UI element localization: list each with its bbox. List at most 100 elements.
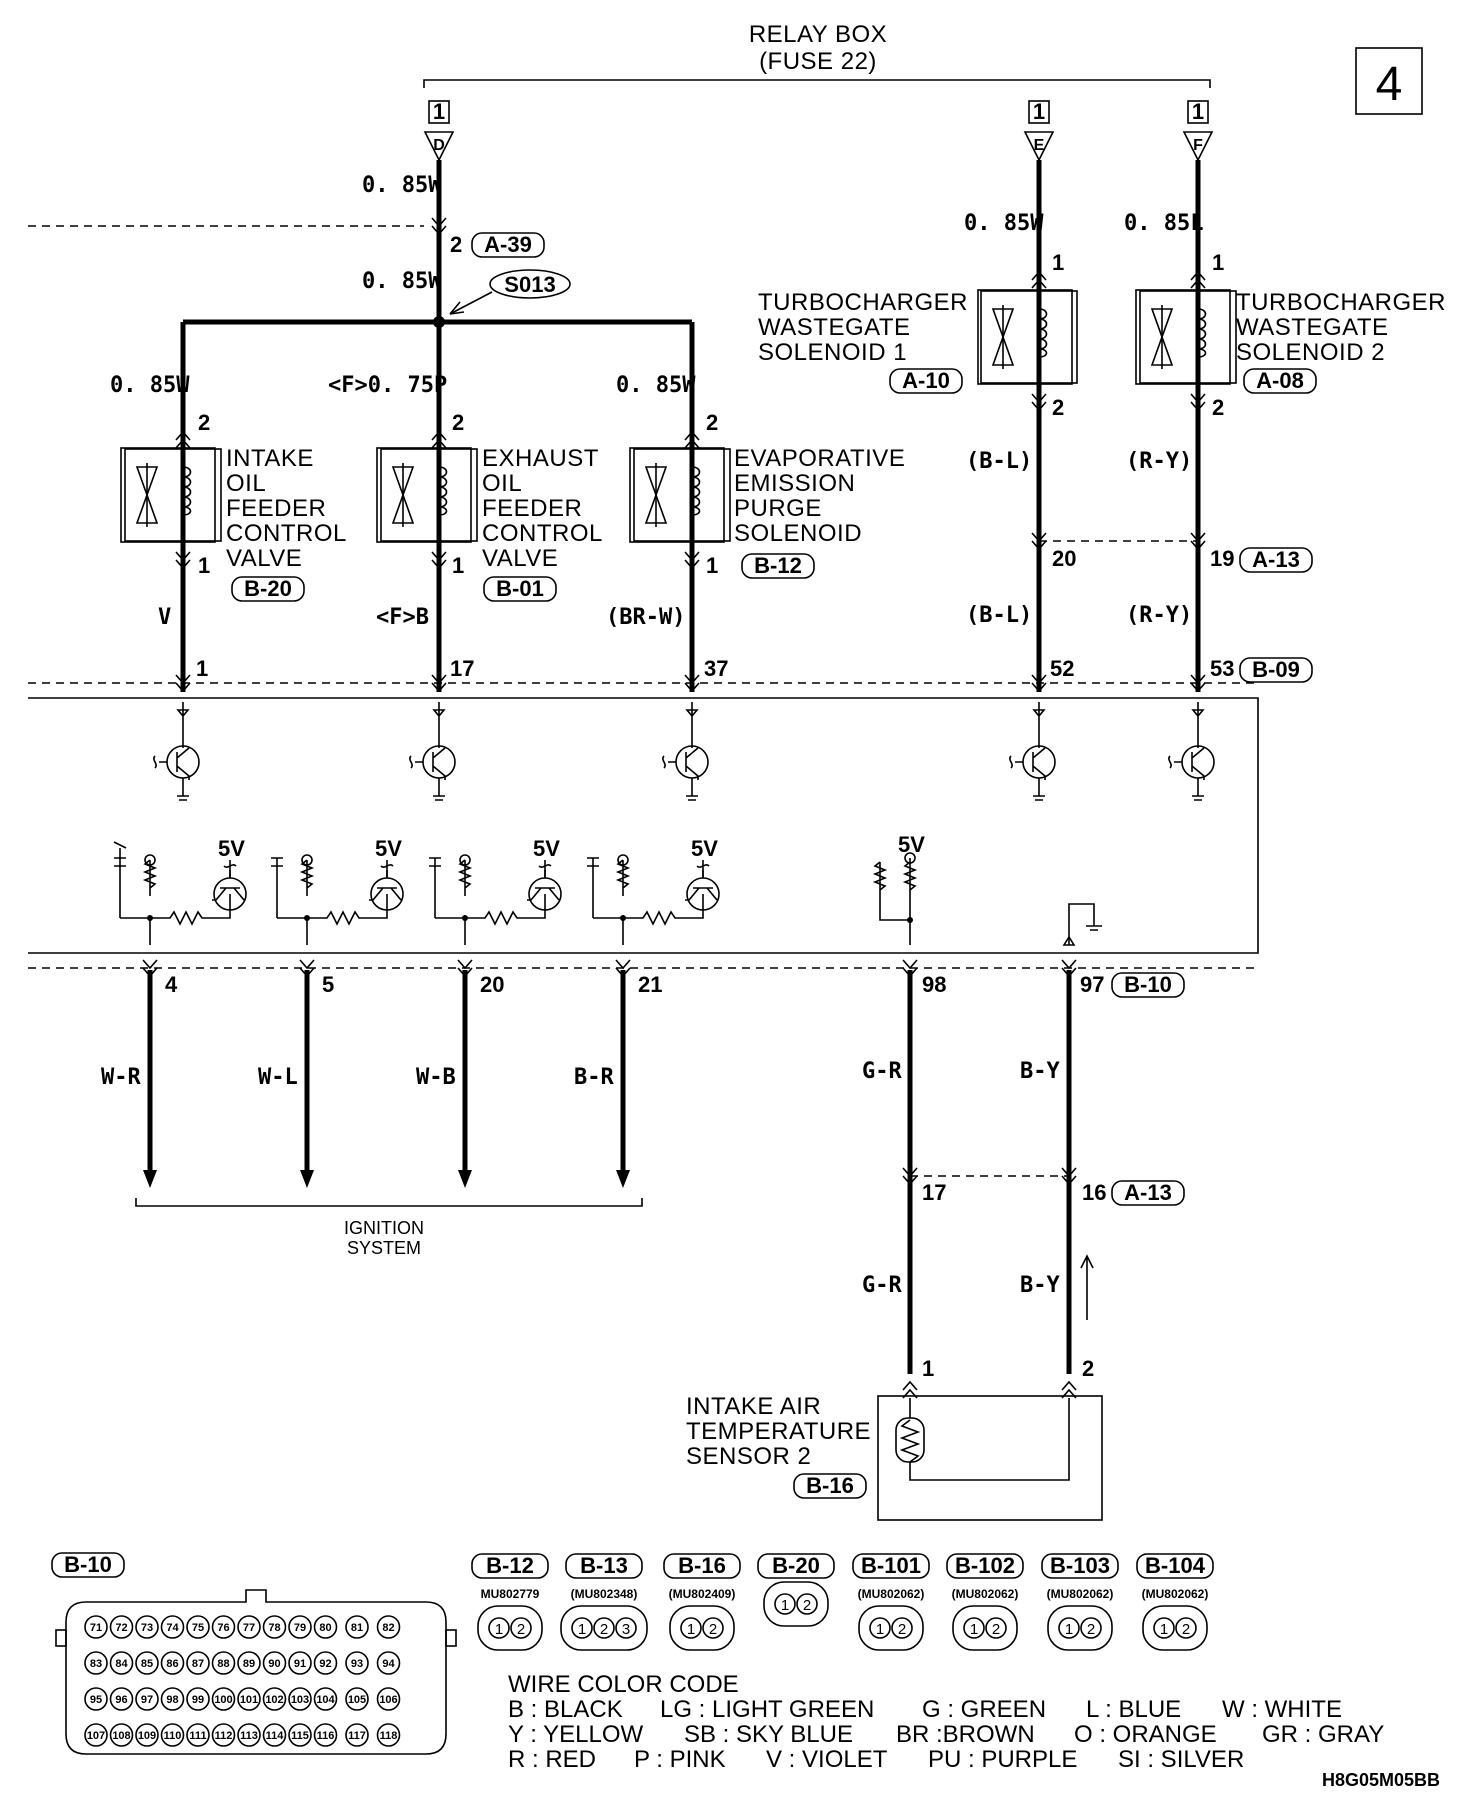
svg-text:5V: 5V <box>898 832 925 857</box>
b10-pin-label: 78 <box>268 1622 280 1634</box>
b10-pin <box>160 1651 185 1675</box>
b10-pin <box>109 1687 134 1711</box>
terminal-d: 1 D <box>423 99 455 162</box>
svg-text:TURBOCHARGER: TURBOCHARGER <box>1236 289 1446 316</box>
svg-text:2: 2 <box>450 232 462 257</box>
connector-view-tag <box>946 1553 1024 1579</box>
svg-text:(BR-W): (BR-W) <box>606 605 685 630</box>
svg-text:A-08: A-08 <box>1256 368 1304 393</box>
connector-view-tag <box>565 1553 643 1579</box>
relay-box-fuse: (FUSE 22) <box>759 48 877 75</box>
connector-view-body <box>1047 1605 1113 1651</box>
connector-view-pin-label: 1 <box>970 1621 978 1638</box>
svg-text:O : ORANGE: O : ORANGE <box>1074 1721 1217 1748</box>
svg-text:TURBOCHARGER: TURBOCHARGER <box>758 289 968 316</box>
connector-view-pin <box>1175 1617 1197 1639</box>
svg-text:A-10: A-10 <box>902 368 950 393</box>
connector-view-body <box>952 1605 1018 1651</box>
b10-pin-label: 92 <box>319 1658 331 1670</box>
connector-view-pin <box>869 1617 891 1639</box>
b10-pin-label: 82 <box>382 1622 394 1634</box>
svg-text:0. 85W: 0. 85W <box>110 373 190 398</box>
svg-text:OIL: OIL <box>482 470 522 497</box>
b10-pin-label: 96 <box>115 1694 127 1706</box>
svg-text:37: 37 <box>704 656 728 681</box>
b10-pin <box>288 1687 312 1711</box>
b10-pin-label: 112 <box>215 1730 233 1742</box>
page-number-box: 4 <box>1355 47 1423 115</box>
svg-text:B-12: B-12 <box>754 553 802 578</box>
svg-text:(R-Y): (R-Y) <box>1126 449 1192 474</box>
evaporative-emission-purge-solenoid: 2 1 EVAPORATIVE EMISSION PURGE SOLENOID … <box>629 410 905 579</box>
b10-pin-label: 103 <box>291 1694 309 1706</box>
ecu-drivers <box>153 702 1215 801</box>
b10-pin-label: 113 <box>240 1730 258 1742</box>
b10-pin <box>84 1687 108 1711</box>
b10-pin <box>237 1687 261 1711</box>
connector-view-code: B-102 <box>955 1553 1015 1578</box>
connector-view-pin-label: 1 <box>1065 1621 1073 1638</box>
svg-text:WASTEGATE: WASTEGATE <box>1236 314 1389 341</box>
b10-pin <box>135 1723 159 1747</box>
svg-text:B : BLACK: B : BLACK <box>508 1696 623 1723</box>
connector-view-code: B-103 <box>1050 1553 1110 1578</box>
connector-view-part: (MU802409) <box>669 1587 736 1601</box>
connector-view-code: B-16 <box>678 1553 726 1578</box>
connector-view-pin-label: 2 <box>517 1621 525 1638</box>
svg-text:A-39: A-39 <box>484 232 532 257</box>
b10-pin <box>211 1723 236 1747</box>
connector-view-pin-label: 1 <box>1160 1621 1168 1638</box>
b10-pin-label: 100 <box>214 1694 232 1706</box>
b10-pin <box>376 1687 401 1711</box>
b10-pin <box>262 1615 287 1639</box>
svg-text:CONTROL: CONTROL <box>482 520 603 547</box>
svg-text:INTAKE: INTAKE <box>226 445 314 472</box>
connector-view-tag <box>757 1553 835 1579</box>
b10-pin <box>109 1723 134 1747</box>
b10-pin-label: 85 <box>141 1658 153 1670</box>
connector-view-pin-label: 2 <box>600 1621 608 1638</box>
svg-text:Y : YELLOW: Y : YELLOW <box>508 1721 644 1748</box>
b10-pin-label: 104 <box>316 1694 335 1706</box>
svg-text:B-Y: B-Y <box>1020 1273 1060 1298</box>
b10-pin-label: 97 <box>141 1694 153 1706</box>
svg-text:<F>0. 75P: <F>0. 75P <box>328 373 447 398</box>
b10-pin-label: 94 <box>382 1658 395 1670</box>
svg-text:G : GREEN: G : GREEN <box>922 1696 1046 1723</box>
terminal-e: 1 E <box>1023 99 1055 162</box>
b10-pin <box>376 1615 401 1639</box>
connector-tag-a39: A-39 <box>471 232 545 258</box>
terminal-f: 1 F <box>1182 99 1214 162</box>
b10-pin <box>288 1651 312 1675</box>
svg-text:GR : GRAY: GR : GRAY <box>1262 1721 1384 1748</box>
connector-view-tag <box>1041 1553 1119 1579</box>
svg-text:2: 2 <box>452 410 464 435</box>
svg-text:1: 1 <box>196 656 208 681</box>
svg-text:B-01: B-01 <box>496 576 544 601</box>
b10-pin-label: 79 <box>294 1622 306 1634</box>
b10-pin-label: 114 <box>266 1730 285 1742</box>
b10-pin-label: 115 <box>291 1730 309 1742</box>
b10-pin <box>135 1651 159 1675</box>
svg-text:1: 1 <box>433 99 445 124</box>
ecu-box <box>28 697 1259 969</box>
b10-pin <box>313 1615 338 1639</box>
connector-view-body <box>669 1605 735 1651</box>
b10-pin-label: 77 <box>243 1622 255 1634</box>
svg-text:G-R: G-R <box>862 1273 902 1298</box>
turbocharger-wastegate-solenoid-2: 1 2 TURBOCHARGER WASTEGATE SOLENOID 2 A-… <box>1135 250 1446 420</box>
b10-pin <box>262 1651 287 1675</box>
svg-text:WIRE COLOR CODE: WIRE COLOR CODE <box>508 1671 739 1698</box>
svg-text:A-13: A-13 <box>1124 1180 1172 1205</box>
connector-view-pin-label: 1 <box>876 1621 884 1638</box>
b10-pin-label: 91 <box>294 1658 306 1670</box>
svg-text:2: 2 <box>1212 395 1224 420</box>
svg-text:17: 17 <box>450 656 474 681</box>
b10-pin-label: 110 <box>164 1730 182 1742</box>
b10-pin-label: 87 <box>192 1658 204 1670</box>
b10-pin <box>211 1615 236 1639</box>
